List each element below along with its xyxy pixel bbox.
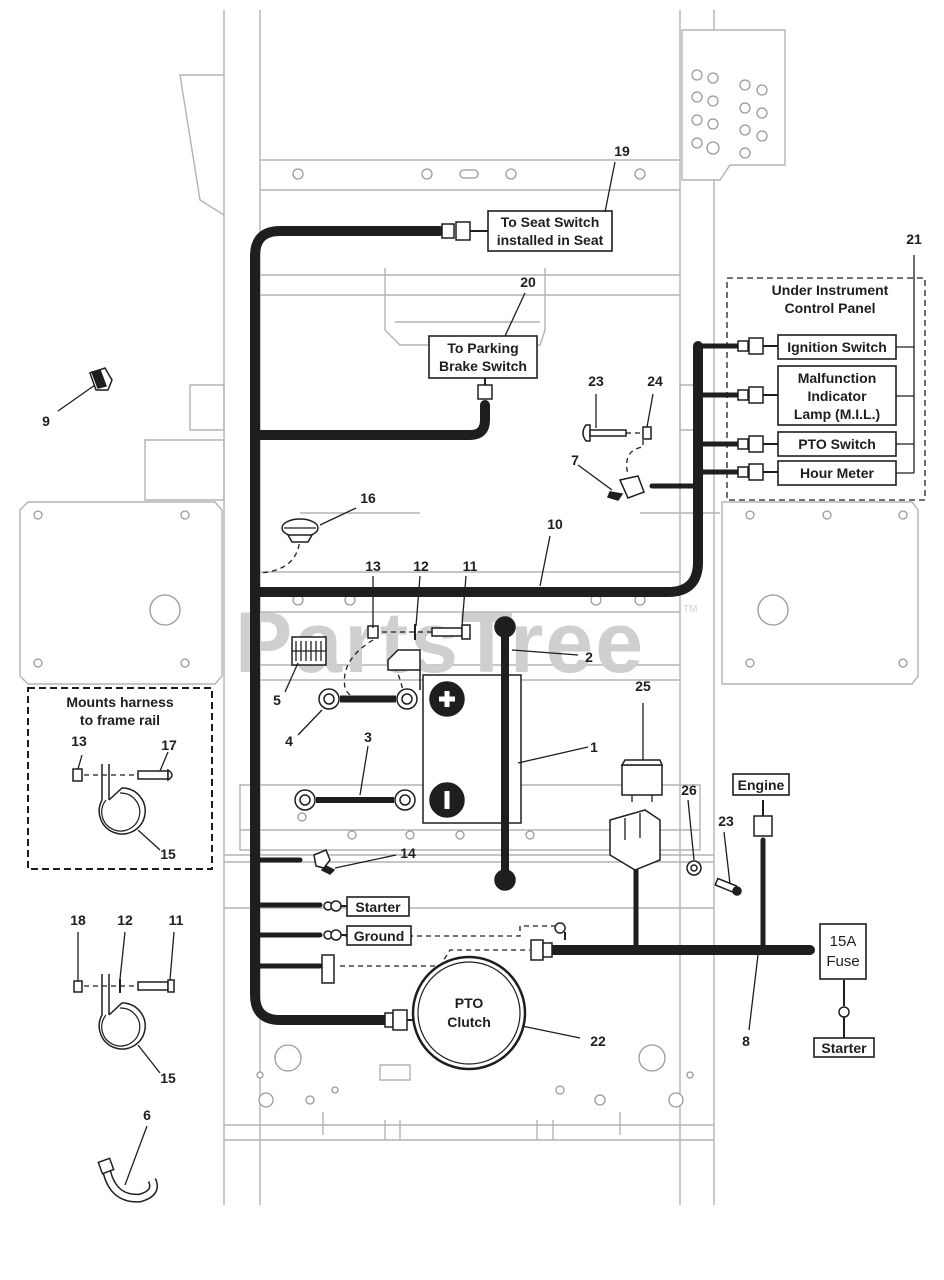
- callout-7: 7: [571, 452, 579, 468]
- hour-meter-box: Hour Meter: [777, 460, 897, 486]
- svg-text:PTO Switch: PTO Switch: [798, 436, 876, 452]
- harness-clip-7: [606, 475, 645, 501]
- callout-15-inset: 15: [160, 846, 176, 862]
- callout-18: 18: [70, 912, 86, 928]
- callout-12-bottom: 12: [117, 912, 133, 928]
- svg-text:PTO: PTO: [455, 995, 484, 1011]
- pto-clutch: [411, 955, 527, 1071]
- loose-hardware: [73, 974, 175, 1050]
- callout-11-bottom: 11: [169, 912, 184, 928]
- mounts-label-line2: to frame rail: [80, 712, 160, 728]
- pto-clutch-label: PTO Clutch: [447, 995, 491, 1030]
- callout-12-top: 12: [413, 558, 429, 574]
- callout-4: 4: [285, 733, 293, 749]
- mounts-label-line1: Mounts harness: [66, 694, 174, 710]
- callout-26: 26: [681, 782, 697, 798]
- callout-24: 24: [647, 373, 663, 389]
- grommet-16: [281, 518, 319, 543]
- bolt-assembly-relay: [686, 860, 742, 896]
- bracket-21: [896, 255, 915, 474]
- starter-left-box: Starter: [346, 896, 410, 917]
- bolt-assembly-upper: [367, 624, 471, 640]
- seat-switch-box: To Seat Switch installed in Seat: [487, 210, 613, 252]
- callouts: 19 20 21 9 16 10 23 24 7 13 12 11 2 5 4 …: [42, 143, 922, 1123]
- main-harness: [250, 226, 815, 1025]
- callout-8: 8: [742, 1033, 750, 1049]
- svg-text:installed in Seat: installed in Seat: [497, 232, 604, 248]
- callout-13-top: 13: [365, 558, 381, 574]
- callout-15-bottom: 15: [160, 1070, 176, 1086]
- leader-lines: [57, 161, 759, 1186]
- harness-clip-14: [313, 849, 336, 875]
- fuse-block-5: [291, 636, 327, 666]
- svg-text:15A: 15A: [830, 933, 857, 950]
- svg-text:Engine: Engine: [738, 777, 785, 793]
- callout-23-top: 23: [588, 373, 604, 389]
- negative-cable-3: [294, 789, 416, 811]
- callout-5: 5: [273, 692, 281, 708]
- under-panel-label: Under Instrument Control Panel: [772, 282, 889, 316]
- battery-terminal-cover: [387, 649, 421, 690]
- callout-16: 16: [360, 490, 376, 506]
- mil-box: Malfunction Indicator Lamp (M.I.L.): [777, 365, 897, 426]
- callout-14: 14: [400, 845, 416, 861]
- svg-text:Ignition Switch: Ignition Switch: [787, 339, 887, 355]
- callout-11-top: 11: [463, 558, 478, 574]
- ignition-switch-box: Ignition Switch: [777, 334, 897, 360]
- svg-text:Lamp (M.I.L.): Lamp (M.I.L.): [794, 406, 880, 422]
- callout-25: 25: [635, 678, 651, 694]
- svg-text:Fuse: Fuse: [826, 953, 859, 970]
- callout-2: 2: [585, 649, 593, 665]
- fuse-box: 15A Fuse: [819, 923, 867, 980]
- mower-frame: [19, 10, 919, 1205]
- relay-25: [609, 759, 664, 871]
- mounts-inset: Mounts harness to frame rail: [27, 687, 213, 870]
- ground-box: Ground: [346, 925, 412, 946]
- svg-text:To Parking: To Parking: [447, 340, 518, 356]
- callout-10: 10: [547, 516, 563, 532]
- bolt-assembly-7: [582, 424, 652, 442]
- callout-1: 1: [590, 739, 598, 755]
- callout-17: 17: [161, 737, 177, 753]
- callout-13-inset: 13: [71, 733, 87, 749]
- svg-text:Malfunction: Malfunction: [798, 370, 877, 386]
- callout-21: 21: [906, 231, 922, 247]
- starter-right-box: Starter: [813, 1037, 875, 1058]
- pto-switch-box: PTO Switch: [777, 431, 897, 457]
- svg-text:TM: TM: [683, 604, 697, 615]
- svg-text:Under Instrument: Under Instrument: [772, 282, 889, 298]
- svg-text:Starter: Starter: [821, 1040, 867, 1056]
- svg-text:Clutch: Clutch: [447, 1014, 491, 1030]
- svg-text:To Seat Switch: To Seat Switch: [501, 214, 600, 230]
- callout-22: 22: [590, 1033, 606, 1049]
- callout-20: 20: [520, 274, 536, 290]
- positive-cable-4: [318, 688, 418, 710]
- svg-text:Hour Meter: Hour Meter: [800, 465, 874, 481]
- parking-brake-box: To Parking Brake Switch: [428, 335, 538, 379]
- svg-text:Starter: Starter: [355, 899, 401, 915]
- engine-box: Engine: [732, 773, 790, 796]
- callout-6: 6: [143, 1107, 151, 1123]
- cable-tie-6: [97, 1157, 158, 1203]
- callout-19: 19: [614, 143, 630, 159]
- battery-strap-1: [494, 616, 516, 891]
- svg-text:Ground: Ground: [354, 928, 405, 944]
- callout-9: 9: [42, 413, 50, 429]
- svg-text:Brake Switch: Brake Switch: [439, 358, 527, 374]
- callout-23-bottom: 23: [718, 813, 734, 829]
- dashed-connections: [259, 432, 644, 967]
- harness-connectors: [321, 221, 850, 1038]
- svg-text:Indicator: Indicator: [807, 388, 867, 404]
- harness-clip-9: [89, 367, 113, 391]
- svg-text:Control Panel: Control Panel: [784, 300, 875, 316]
- callout-3: 3: [364, 729, 372, 745]
